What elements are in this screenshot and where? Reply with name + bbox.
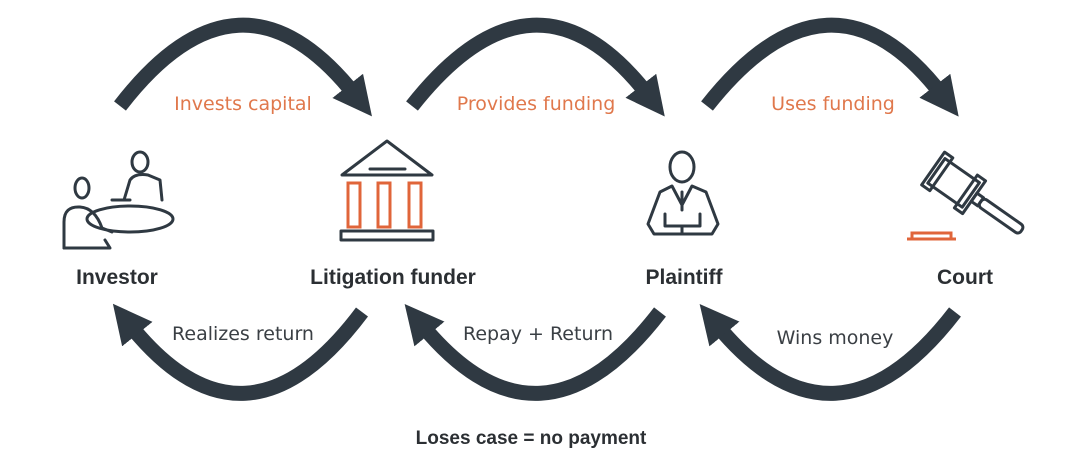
node-label-plaintiff: Plaintiff	[646, 266, 724, 289]
flow-label-wins-money: Wins money	[777, 327, 894, 349]
arrow-court-to-plaintiff	[699, 303, 961, 401]
node-label-litigation-funder: Litigation funder	[310, 266, 476, 289]
gavel-icon	[907, 150, 1025, 241]
flow-label-repay-return: Repay + Return	[463, 323, 613, 345]
arrow-plaintiff-to-court	[701, 17, 959, 117]
node-label-investor: Investor	[76, 266, 158, 289]
footer-note: Loses case = no payment	[416, 428, 647, 449]
flow-label-realizes-return: Realizes return	[172, 323, 314, 345]
flow-label-uses-funding: Uses funding	[771, 93, 895, 115]
arrow-investor-to-funder	[114, 17, 372, 117]
meeting-people-icon	[62, 150, 175, 250]
businessman-icon	[646, 150, 720, 236]
flow-label-provides-funding: Provides funding	[457, 93, 616, 115]
arrow-funder-to-plaintiff	[406, 17, 665, 117]
arrow-funder-to-investor	[112, 303, 368, 401]
bank-building-icon	[339, 139, 435, 242]
arrow-plaintiff-to-funder	[404, 303, 666, 401]
flow-label-invests-capital: Invests capital	[174, 93, 312, 115]
node-label-court: Court	[937, 266, 993, 289]
